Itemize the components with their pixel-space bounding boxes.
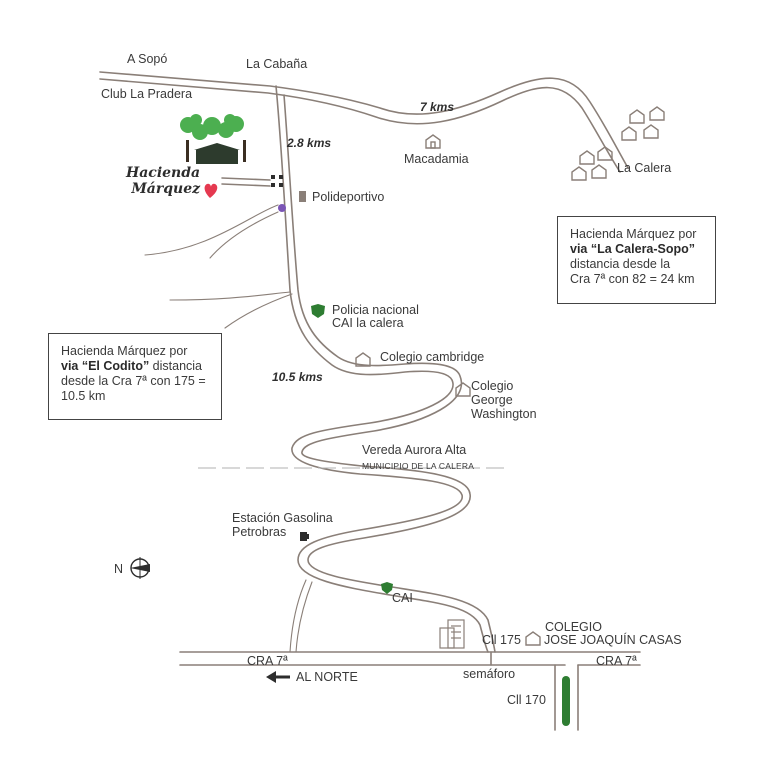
hacienda-title: Hacienda Márquez: [126, 165, 200, 197]
info-box-la-calera-sopo: Hacienda Márquez por via “La Calera-Sopo…: [557, 216, 716, 304]
trail-3: [169, 291, 291, 301]
heart-icon: [204, 183, 218, 198]
label-cai: CAI: [392, 591, 413, 605]
label-cll175: Cll 175: [482, 633, 521, 647]
road-sopo-calera: [99, 71, 629, 169]
hacienda-trees-icon: [180, 114, 244, 140]
label-colegio-gw-3: Washington: [471, 407, 537, 421]
info-box-el-codito: Hacienda Márquez por via “El Codito” dis…: [48, 333, 222, 420]
box-left-line3: desde la Cra 7ª con 175 =: [61, 374, 206, 388]
marker-icon: [278, 204, 286, 212]
label-colegio-gw-1: Colegio: [471, 379, 514, 393]
hacienda-title-line2: Márquez: [131, 181, 201, 197]
trail-4: [224, 293, 293, 329]
trail-2: [209, 211, 279, 259]
label-al-norte: AL NORTE: [296, 670, 358, 684]
road-hacienda: [221, 177, 271, 187]
box-left-line1: Hacienda Márquez por: [61, 344, 188, 358]
jjc-house-icon: [525, 631, 541, 646]
cll170-median: [562, 676, 570, 726]
label-colegio-jjc-2: JOSE JOAQUÍN CASAS: [544, 633, 682, 647]
hacienda-building-icon: [186, 140, 246, 164]
box-right-bold: via “La Calera-Sopo”: [570, 242, 696, 256]
polideportivo-icon: [299, 191, 306, 202]
gw-house-icon: [455, 382, 471, 397]
road-main-descent-b: [283, 94, 496, 653]
house-icons: [355, 106, 665, 646]
box-left-line4: 10.5 km: [61, 389, 106, 403]
label-municipio: MUNICIPIO DE LA CALERA: [362, 461, 475, 471]
gas-station-icon: [300, 532, 309, 541]
label-cll170: Cll 170: [507, 693, 546, 707]
trail-5: [289, 579, 307, 653]
label-estacion-2: Petrobras: [232, 525, 287, 539]
distance-7kms: 7 kms: [420, 100, 455, 114]
label-cra7-left: CRA 7ª: [247, 654, 288, 668]
building-icon: [439, 619, 465, 649]
box-left-rest1: distancia: [149, 359, 203, 373]
label-estacion-1: Estación Gasolina: [232, 511, 333, 525]
box-right-line1: Hacienda Márquez por: [570, 227, 697, 241]
label-colegio-cambridge: Colegio cambridge: [380, 350, 485, 364]
label-vereda: Vereda Aurora Alta: [362, 443, 467, 457]
label-colegio-jjc-1: COLEGIO: [545, 620, 602, 634]
hacienda-title-line1: Hacienda: [126, 165, 201, 181]
label-north: N: [114, 562, 124, 576]
label-polideportivo: Polideportivo: [312, 190, 385, 204]
box-right-line4: Cra 7ª con 82 = 24 km: [570, 272, 695, 286]
compass-icon: [130, 557, 150, 579]
label-cra7-right: CRA 7ª: [596, 654, 637, 668]
box-right-line3: distancia desde la: [570, 257, 671, 271]
box-left-bold: via “El Codito”: [61, 359, 150, 373]
police-icon: [311, 304, 325, 318]
gate-icon: [271, 175, 283, 187]
label-policia-2: CAI la calera: [332, 316, 404, 330]
cambridge-house-icon: [355, 352, 371, 367]
label-semaforo: semáforo: [463, 667, 516, 681]
label-a-sopo: A Sopó: [127, 52, 168, 66]
label-macadamia: Macadamia: [404, 152, 469, 166]
trail-6: [295, 581, 313, 653]
cai-icon: [381, 582, 393, 594]
distance-2-8kms: 2.8 kms: [287, 136, 332, 150]
label-club-la-pradera: Club La Pradera: [101, 87, 193, 101]
label-la-calera: La Calera: [617, 161, 672, 175]
road-main-descent-a: [275, 85, 489, 653]
trail-1: [144, 204, 279, 256]
macadamia-house-icon: [425, 134, 441, 149]
label-la-cabana: La Cabaña: [246, 57, 308, 71]
label-policia-1: Policia nacional: [332, 303, 419, 317]
al-norte-arrow-icon: [266, 671, 290, 683]
road-sopo-calera-inner: [99, 78, 621, 173]
label-colegio-gw-2: George: [471, 393, 513, 407]
distance-10-5kms: 10.5 kms: [272, 370, 323, 384]
